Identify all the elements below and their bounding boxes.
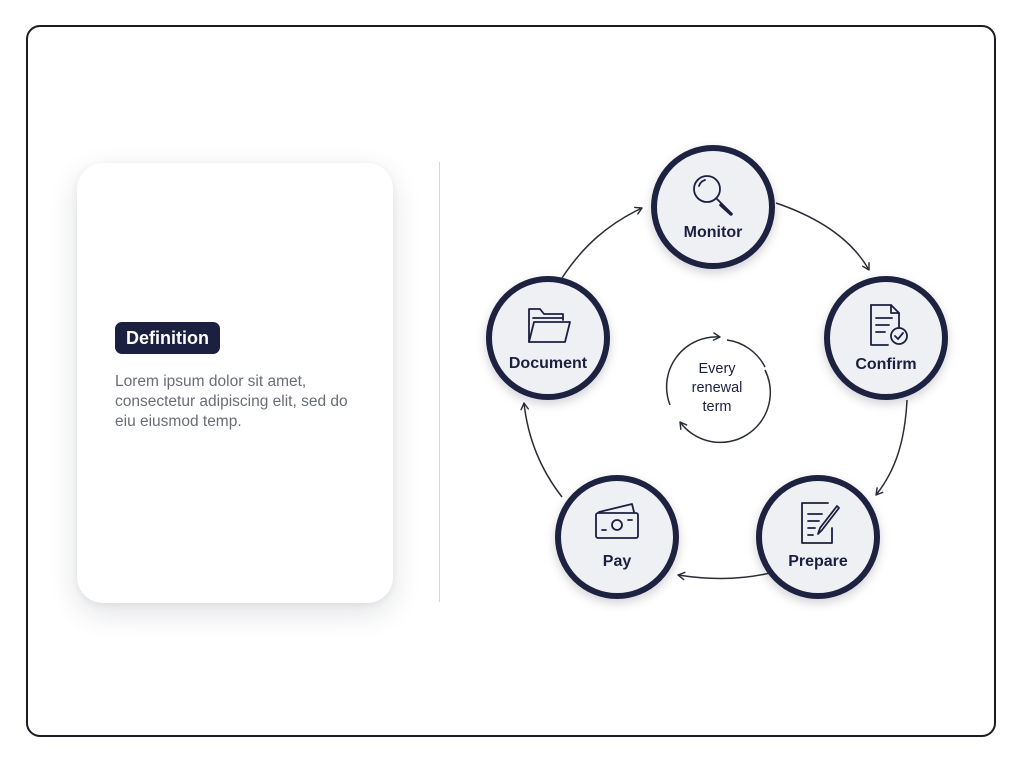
center-arc-lower-icon [679,369,772,444]
step-node-document[interactable]: Document [486,276,610,400]
arrow-document-to-monitor [561,206,643,279]
folder-icon [528,308,571,343]
arrow-confirm-to-prepare [875,399,908,496]
arrow-pay-to-document [520,402,563,498]
document-check-icon [870,304,908,346]
step-label-document: Document [509,355,588,372]
center-label-line-3: term [703,399,732,415]
cash-icon [595,503,639,539]
center-label-line-1: Every [698,361,736,377]
center-arc-right-icon [726,339,766,368]
definition-card [77,163,393,603]
center-label-line-2: renewal [692,380,743,396]
step-node-monitor[interactable]: Monitor [651,145,775,269]
step-node-circle [756,475,880,599]
magnifier-icon [693,175,733,216]
step-node-circle [555,475,679,599]
center-arc-upper-icon [665,332,721,406]
step-label-monitor: Monitor [684,224,743,241]
document-pen-icon [801,502,840,544]
vertical-divider [439,162,440,602]
step-label-pay: Pay [603,553,632,570]
step-node-prepare[interactable]: Prepare [756,475,880,599]
definition-badge: Definition [115,322,220,354]
step-node-circle [651,145,775,269]
step-node-circle [486,276,610,400]
arrow-prepare-to-pay [677,571,771,581]
step-label-confirm: Confirm [855,356,916,373]
step-node-circle [824,276,948,400]
center-cycle-icon: Every renewal term [665,332,772,444]
step-node-pay[interactable]: Pay [555,475,679,599]
step-label-prepare: Prepare [788,553,848,570]
step-node-confirm[interactable]: Confirm [824,276,948,400]
definition-text: Lorem ipsum dolor sit amet, consectetur … [115,373,348,430]
arrow-monitor-to-confirm [775,202,870,271]
